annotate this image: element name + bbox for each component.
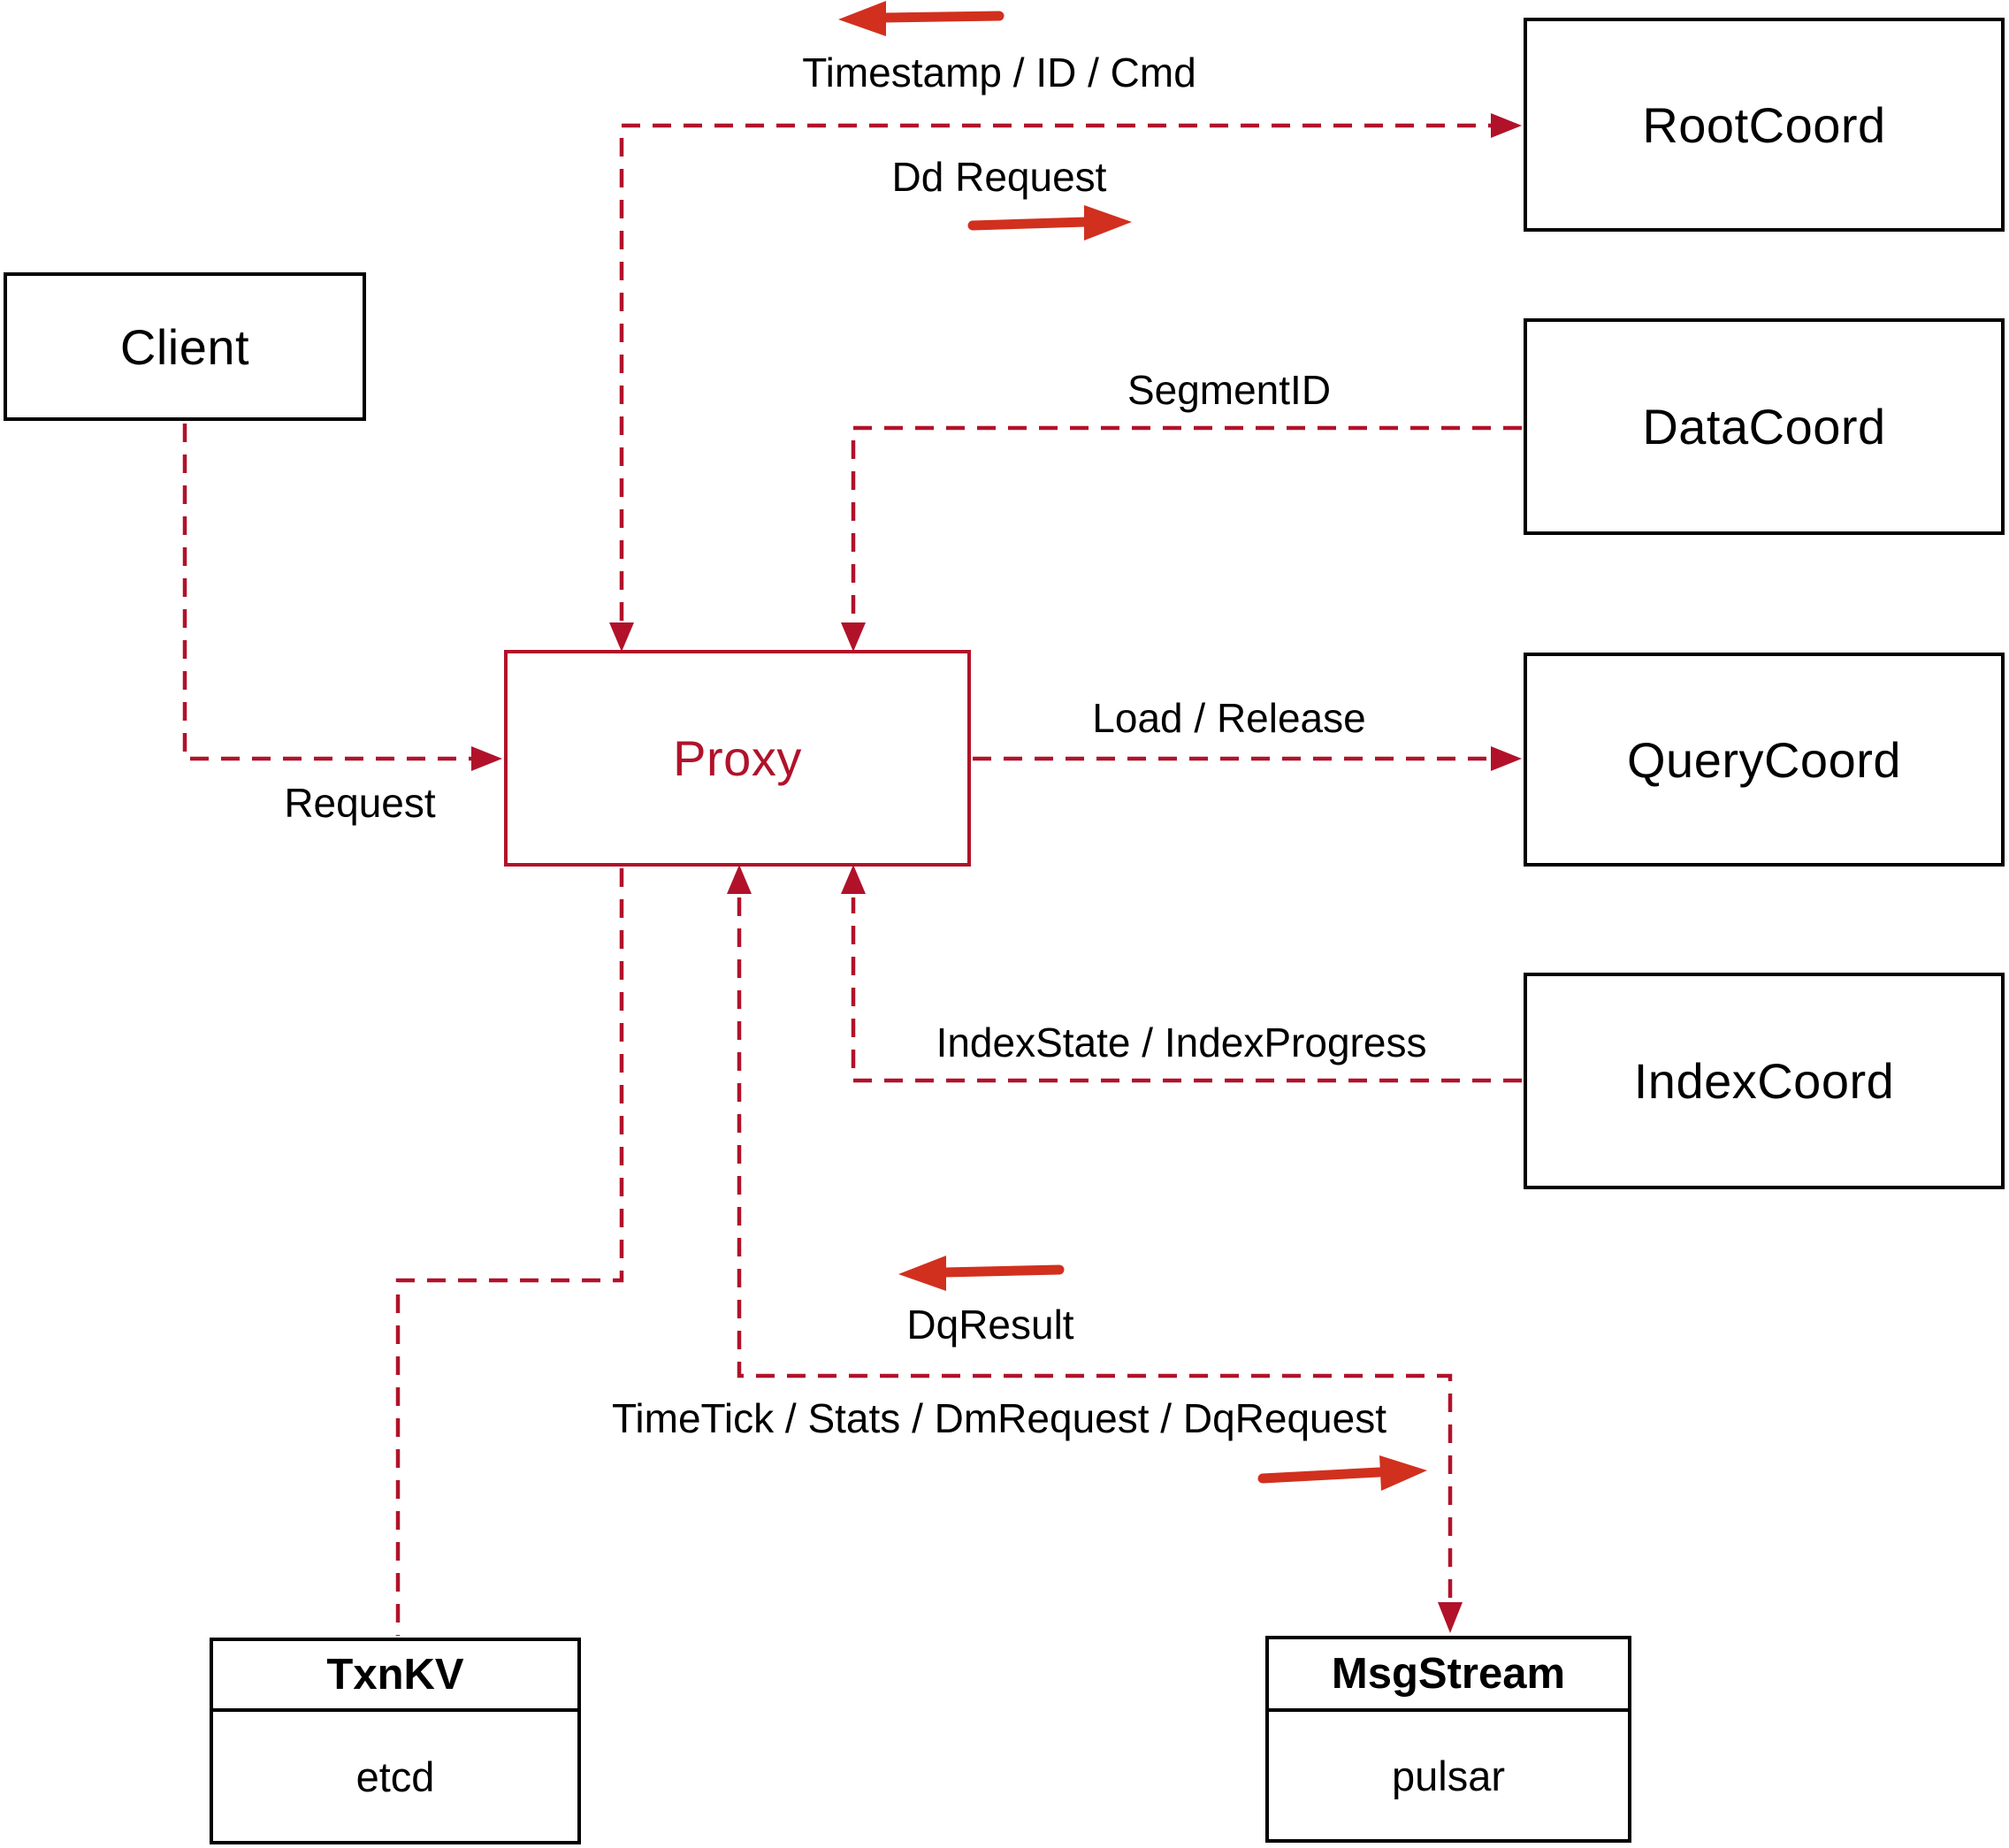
arrowhead-into-proxy-bottom-right: [841, 865, 866, 894]
edge-proxy-msgstream: [737, 897, 1453, 1603]
etcd-label: etcd: [355, 1753, 435, 1800]
msgstream-node: MsgStream pulsar: [1265, 1636, 1631, 1843]
edge-client-proxy: [182, 424, 473, 761]
load-release-label: Load / Release: [1092, 695, 1366, 741]
proxy-label: Proxy: [673, 730, 802, 786]
indexcoord-label: IndexCoord: [1633, 1053, 1895, 1109]
indexstate-indexprogress-label: IndexState / IndexProgress: [936, 1019, 1427, 1065]
rootcoord-label: RootCoord: [1642, 96, 1886, 153]
edge-proxy-rootcoord: [619, 123, 1493, 621]
txnkv-header-cell: TxnKV: [213, 1641, 577, 1712]
msgstream-body-cell: pulsar: [1269, 1712, 1628, 1839]
datacoord-label: DataCoord: [1642, 399, 1886, 454]
querycoord-node: QueryCoord: [1524, 653, 2005, 867]
arrowhead-into-querycoord: [1491, 746, 1522, 771]
dd-request-label: Dd Request: [891, 154, 1107, 200]
arrowhead-into-proxy-top-left: [609, 622, 634, 652]
msgstream-label: MsgStream: [1331, 1650, 1566, 1698]
arrowhead-into-proxy-bottom-middle: [727, 865, 752, 894]
indexcoord-node: IndexCoord: [1524, 973, 2005, 1189]
arrowhead-into-rootcoord: [1491, 113, 1522, 138]
dd-request-direction-arrow-right: [967, 205, 1132, 241]
txnkv-body-cell: etcd: [213, 1712, 577, 1841]
arrowhead-into-proxy-top-right: [841, 622, 866, 652]
timetick-stats-label: TimeTick / Stats / DmRequest / DqRequest: [612, 1395, 1386, 1441]
txnkv-label: TxnKV: [326, 1651, 464, 1699]
arrowhead-into-proxy-left: [471, 746, 502, 771]
edge-indexcoord-proxy: [851, 897, 1522, 1083]
timetick-direction-arrow-right: [1257, 1455, 1427, 1491]
datacoord-node: DataCoord: [1524, 318, 2005, 535]
pulsar-label: pulsar: [1391, 1752, 1505, 1799]
arrowhead-into-msgstream: [1438, 1602, 1463, 1633]
rootcoord-node: RootCoord: [1524, 18, 2005, 232]
msgstream-header-cell: MsgStream: [1269, 1639, 1628, 1712]
dqresult-label: DqResult: [906, 1302, 1074, 1348]
txnkv-node: TxnKV etcd: [210, 1638, 581, 1844]
dqresult-direction-arrow-left: [898, 1256, 1065, 1291]
client-label: Client: [119, 318, 250, 375]
proxy-node: Proxy: [504, 650, 971, 867]
request-label: Request: [284, 780, 436, 826]
timestamp-id-cmd-label: Timestamp / ID / Cmd: [802, 50, 1196, 95]
querycoord-label: QueryCoord: [1626, 731, 1902, 788]
edge-proxy-txnkv: [395, 868, 624, 1636]
edge-datacoord-proxy: [851, 425, 1522, 621]
client-node: Client: [4, 272, 366, 421]
timestamp-direction-arrow-left: [838, 1, 1004, 36]
segmentid-label: SegmentID: [1127, 367, 1332, 413]
